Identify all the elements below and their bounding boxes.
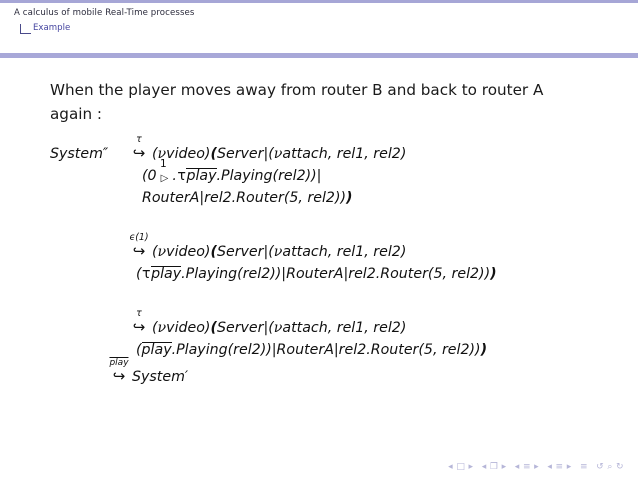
expr-bold-paren-close: ) [490, 266, 497, 282]
derivation-step-2-line-1: ϵ(1)↪(νvideo)(Server|(νattach, rel1, rel… [50, 233, 610, 266]
transition-arrow-epsilon: ϵ(1)↪ [126, 233, 152, 260]
transition-arrow-play: play↪ [106, 357, 132, 385]
expr-routerA-rel2: RouterA|rel2.Router(5, rel2)) [142, 190, 347, 206]
block-gap [50, 212, 610, 228]
timeout-operator: 1▷ [158, 158, 171, 184]
arrow-label: τ [136, 308, 142, 319]
nav-presentation-icon[interactable]: ≡ [579, 462, 588, 472]
hookrightarrow-icon: ↪ [132, 318, 146, 336]
expr-bold-paren-open: ( [210, 320, 217, 336]
derivation-step-1-line-1: System″τ↪(νvideo)(Server|(νattach, rel1,… [50, 135, 610, 168]
expr-open-nu-video: (νvideo) [152, 146, 211, 162]
expr-server-attach: Server|(νattach, rel1, rel2) [216, 320, 407, 336]
derivation-step-1-line-2: (0 1▷ .τplay.Playing(rel2))| [50, 158, 610, 190]
expr-tau-play-full: (τplay.Playing(rel2))|RouterA|rel2.Route… [136, 266, 491, 282]
expr-system-prime: System′ [132, 369, 189, 385]
expr-open-nu-video: (νvideo) [152, 244, 211, 260]
header-rule-bottom [0, 53, 638, 58]
header-rule-top [0, 0, 638, 3]
arrow-label: play [109, 357, 129, 368]
expr-bold-paren-close: ) [346, 190, 353, 206]
expr-bold-paren-open: ( [210, 146, 217, 162]
header-subsection: Example [20, 23, 70, 37]
hookrightarrow-icon: ↪ [132, 242, 146, 260]
block-gap [50, 288, 610, 304]
derivation-lhs: System″ [50, 146, 109, 162]
header-subsection-label: Example [33, 23, 71, 33]
transition-arrow-tau-2: τ↪ [126, 309, 152, 336]
beamer-navigation-bar[interactable]: ◂ □ ▸ ◂ ❐ ▸ ◂ ≡ ▸ ◂ ≡ ▸ ≡ ↺ ⌕ ↻ [0, 462, 638, 472]
expr-bold-paren-open: ( [210, 244, 217, 260]
expr-bold-paren-close: ) [480, 342, 488, 358]
expr-server-attach: Server|(νattach, rel1, rel2) [216, 244, 407, 260]
expr-open-nu-video: (νvideo) [152, 320, 211, 336]
transition-arrow-tau: τ↪ [126, 135, 152, 162]
expr-play-full: (play.Playing(rel2))|RouterA|rel2.Router… [136, 342, 481, 358]
nav-section-icon[interactable]: ◂ ≡ ▸ [547, 462, 572, 472]
timeout-exponent: 1 [159, 158, 167, 170]
nav-slide-icon[interactable]: ◂ ❐ ▸ [481, 462, 507, 472]
nav-frame-icon[interactable]: ◂ □ ▸ [448, 462, 474, 472]
triangle-icon: ▷ [160, 173, 169, 184]
hookrightarrow-icon: ↪ [112, 367, 126, 385]
derivation-step-3-line-2: (play.Playing(rel2))|RouterA|rel2.Router… [50, 342, 610, 364]
nav-back-forward-icon[interactable]: ↺ ⌕ ↻ [596, 462, 624, 472]
expr-server-attach: Server|(νattach, rel1, rel2) [216, 146, 407, 162]
slide-header: A calculus of mobile Real-Time processes… [0, 3, 638, 53]
derivation-step-3-line-1: τ↪(νvideo)(Server|(νattach, rel1, rel2) [50, 309, 610, 342]
expr-tau-play: .τplay.Playing(rel2))| [170, 168, 322, 184]
header-title: A calculus of mobile Real-Time processes [14, 8, 195, 18]
tree-elbow-icon [20, 24, 31, 34]
expr-timeout-zero: (0 [142, 168, 158, 184]
derivation-step-2-line-2: (τplay.Playing(rel2))|RouterA|rel2.Route… [50, 266, 610, 288]
arrow-label: ϵ(1) [129, 232, 149, 243]
derivation-step-4-line-1: play↪System′ [50, 357, 610, 391]
hookrightarrow-icon: ↪ [132, 144, 146, 162]
derivation-block: System″τ↪(νvideo)(Server|(νattach, rel1,… [50, 135, 610, 391]
arrow-label: τ [136, 134, 142, 145]
derivation-step-1-line-3: RouterA|rel2.Router(5, rel2))) [50, 190, 610, 212]
intro-paragraph: When the player moves away from router B… [50, 81, 544, 123]
nav-subsection-icon[interactable]: ◂ ≡ ▸ [514, 462, 540, 472]
